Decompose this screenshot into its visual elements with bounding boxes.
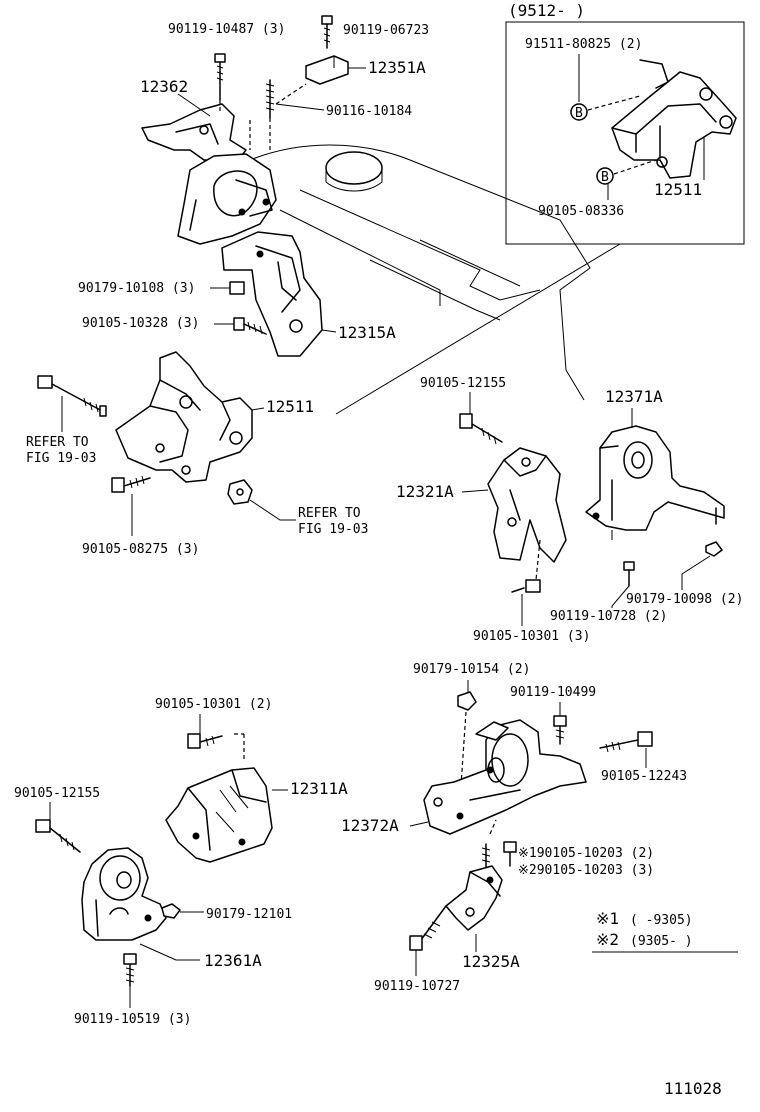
mount-bracket-icon xyxy=(445,865,503,931)
engine-mount-icon xyxy=(423,719,587,835)
engine-block-outline xyxy=(249,144,591,401)
bracket-12511-group: 12511 REFER TO FIG 19-03 REFER TO FIG 19… xyxy=(26,351,368,557)
label-12351a: 12351A xyxy=(368,58,426,77)
stud-bolt-icon xyxy=(265,79,275,119)
long-bolt-icon xyxy=(37,375,107,417)
label-fig-ref-2: FIG 19-03 xyxy=(298,522,368,537)
inset-label-bolt: 91511-80825 (2) xyxy=(525,37,642,52)
bolt-icon xyxy=(123,953,137,987)
label-90105-12155: 90105-12155 xyxy=(420,376,506,391)
label-refer-to-1: REFER TO xyxy=(26,435,89,450)
bolt-icon xyxy=(214,53,226,101)
bracket-12321a-group: 90105-12155 12371A 12321A 90179-10098 (2… xyxy=(396,376,743,644)
label-90105-10301-2: 90105-10301 (2) xyxy=(155,697,272,712)
bracket-12311a-group: 90105-10301 (2) 12311A xyxy=(155,697,348,863)
long-bolt-icon xyxy=(35,819,81,853)
label-90119-10487: 90119-10487 (3) xyxy=(168,22,285,37)
label-refer-to-2: REFER TO xyxy=(298,506,361,521)
bolt-icon xyxy=(503,841,517,867)
legend-mark-1: ※1 xyxy=(596,909,619,928)
marker-b-icon xyxy=(570,103,588,121)
legend-mark-2: ※2 xyxy=(596,930,619,949)
mount-bracket-icon xyxy=(487,447,567,563)
inset-title: (9512- ) xyxy=(508,1,585,20)
label-90105-12155-2: 90105-12155 xyxy=(14,786,100,801)
label-note1-90105-10203: ※190105-10203 (2) xyxy=(518,846,654,861)
mount-12361a-group: 90105-12155 90179-12101 12361A 90119-105… xyxy=(14,786,292,1027)
label-note2-90105-10203: ※290105-10203 (3) xyxy=(518,863,654,878)
nut-icon xyxy=(161,903,181,919)
label-90179-12101: 90179-12101 xyxy=(206,907,292,922)
label-90105-10301: 90105-10301 (3) xyxy=(473,629,590,644)
rear-mount-bracket-icon xyxy=(221,231,323,357)
label-90105-08275: 90105-08275 (3) xyxy=(82,542,199,557)
nut-icon xyxy=(457,691,477,711)
mount-bracket-icon xyxy=(141,103,247,161)
label-12362: 12362 xyxy=(140,77,188,96)
mount-bracket-icon xyxy=(165,767,273,863)
marker-b-icon xyxy=(596,167,614,185)
legend-range-2: (9305- ) xyxy=(630,934,693,949)
label-90119-10499: 90119-10499 xyxy=(510,685,596,700)
inset-label-nut: 90105-08336 xyxy=(538,204,624,219)
label-90179-10098: 90179-10098 (2) xyxy=(626,592,743,607)
label-90116-10184: 90116-10184 xyxy=(326,104,412,119)
nut-icon xyxy=(229,281,245,295)
bolt-icon xyxy=(511,579,541,593)
engine-mount-bracket-icon xyxy=(115,351,253,483)
nut-icon xyxy=(705,541,723,557)
inset-border xyxy=(505,21,745,245)
mount-12372a-group: 90179-10154 (2) 90119-10499 90105-12243 … xyxy=(341,662,687,994)
bushing-icon xyxy=(227,479,253,505)
legend-range-1: ( -9305) xyxy=(630,913,693,928)
label-12371a: 12371A xyxy=(605,387,663,406)
label-90119-06723: 90119-06723 xyxy=(343,23,429,38)
label-90179-10108: 90179-10108 (3) xyxy=(78,281,195,296)
figure-number: 111028 xyxy=(664,1079,722,1098)
engine-mount-icon xyxy=(177,153,277,245)
bracket-12315a-group: 90179-10108 (3) 90105-10328 (3) 12315A xyxy=(78,231,396,357)
engine-mount-icon xyxy=(81,847,167,941)
label-12372a: 12372A xyxy=(341,816,399,835)
long-bolt-icon xyxy=(409,905,447,951)
bolt-icon xyxy=(187,733,223,749)
bolt-icon xyxy=(459,413,503,445)
label-12311a: 12311A xyxy=(290,779,348,798)
label-12325a: 12325A xyxy=(462,952,520,971)
bolt-icon xyxy=(321,15,333,49)
label-90179-10154: 90179-10154 (2) xyxy=(413,662,530,677)
label-90119-10728: 90119-10728 (2) xyxy=(550,609,667,624)
engine-mount-bracket-icon xyxy=(611,59,737,179)
bolt-icon xyxy=(623,561,635,587)
inset-label-part: 12511 xyxy=(654,180,702,199)
bolt-icon xyxy=(233,317,267,335)
label-12321a: 12321A xyxy=(396,482,454,501)
marker-b-label: B xyxy=(575,106,583,121)
stopper-block-icon xyxy=(305,55,349,85)
bolt-icon xyxy=(553,715,567,745)
label-12315a: 12315A xyxy=(338,323,396,342)
label-90119-10727: 90119-10727 xyxy=(374,979,460,994)
inset-panel: (9512- ) 91511-80825 (2) 12511 90105-083… xyxy=(335,1,745,415)
marker-b-label: B xyxy=(601,170,609,185)
label-12511: 12511 xyxy=(266,397,314,416)
engine-mount-icon xyxy=(585,425,725,531)
top-left-group: 90119-10487 (3) 90119-06723 12351A 12362… xyxy=(140,15,429,245)
long-bolt-icon xyxy=(599,731,653,753)
legend-note: ※1 ( -9305) ※2 (9305- ) xyxy=(592,909,738,953)
label-90119-10519: 90119-10519 (3) xyxy=(74,1012,191,1027)
label-fig-ref-1: FIG 19-03 xyxy=(26,451,96,466)
label-90105-10328: 90105-10328 (3) xyxy=(82,316,199,331)
label-90105-12243: 90105-12243 xyxy=(601,769,687,784)
label-12361a: 12361A xyxy=(204,951,262,970)
bolt-icon xyxy=(111,475,151,493)
